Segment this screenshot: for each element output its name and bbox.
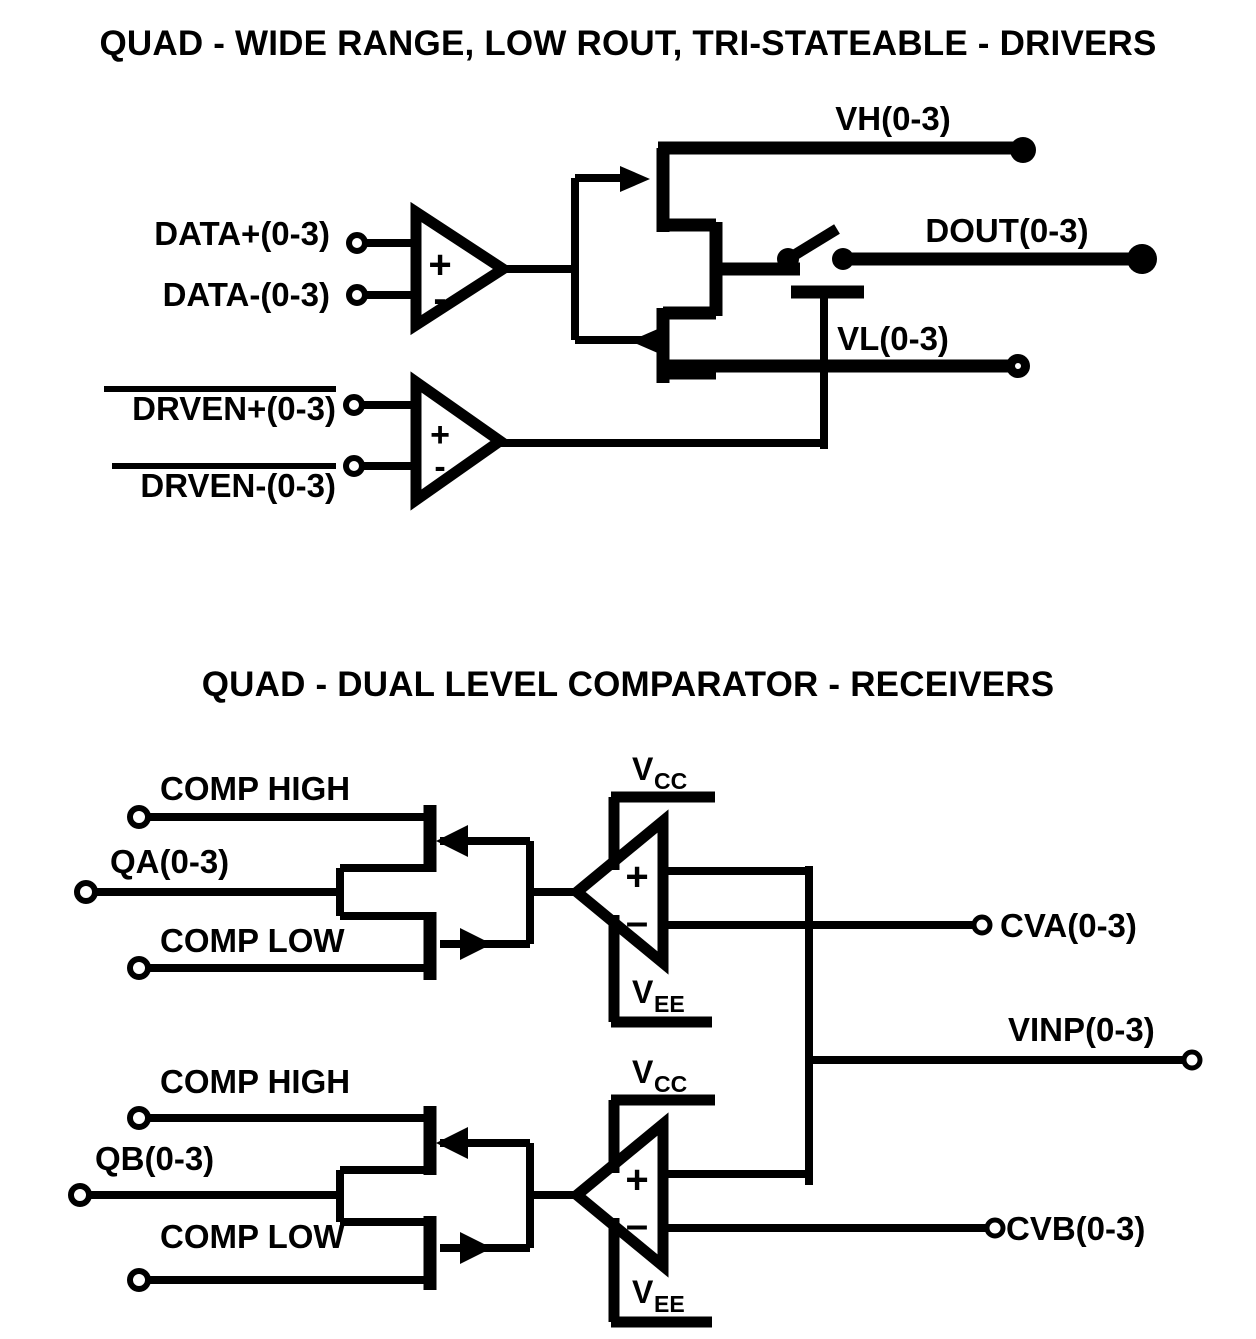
comparator-b-plus-sign: + [625,1158,648,1202]
terminal-cvb[interactable] [984,1217,1006,1239]
comparator-b-vcc-label: V [632,1054,654,1090]
input-label-drven-minus: DRVEN-(0-3) [140,467,336,504]
input-label-comp-low-b: COMP LOW [160,1218,345,1255]
output-label-cvb: CVB(0-3) [1006,1210,1145,1247]
comparator-b-vee-subscript: EE [654,1291,685,1317]
terminal-drven-plus[interactable] [343,394,365,416]
output-label-vl: VL(0-3) [837,320,949,357]
comparator-a-vee-subscript: EE [654,991,685,1017]
drven-amplifier-plus-sign: + [430,416,450,454]
output-label-vh: VH(0-3) [835,100,951,137]
terminal-dout[interactable] [1127,244,1157,274]
terminal-vinp[interactable] [1181,1049,1203,1071]
terminal-drven-minus[interactable] [343,455,365,477]
comparator-a-minus-sign: – [626,900,648,944]
terminal-qa[interactable] [74,880,98,904]
input-label-qa: QA(0-3) [110,843,229,880]
driver-section-title: QUAD - WIDE RANGE, LOW ROUT, TRI-STATEAB… [99,24,1156,63]
comparator-b-body [568,1112,669,1278]
terminal-comp-high-a[interactable] [127,805,151,829]
input-label-data-minus: DATA-(0-3) [163,276,330,313]
switch-blade[interactable] [785,224,840,264]
comparator-b-vee-label: V [632,1274,654,1310]
comparator-b-vcc-subscript: CC [654,1071,687,1097]
terminal-comp-low-b[interactable] [127,1268,151,1292]
input-label-drven-plus: DRVEN+(0-3) [132,390,336,427]
terminal-comp-low-a[interactable] [127,956,151,980]
output-label-cva: CVA(0-3) [1000,907,1137,944]
comparator-a-vee-label: V [632,974,654,1010]
input-label-data-plus: DATA+(0-3) [154,215,330,252]
terminal-cva[interactable] [971,914,993,936]
data-amplifier-minus-sign: - [433,277,446,321]
terminal-vh[interactable] [1010,137,1036,163]
drven-amplifier-body [410,371,510,511]
comparator-a-plus-sign: + [625,855,648,899]
qb-source-bracket [336,1166,430,1226]
drven-amplifier-minus-sign: - [434,448,445,486]
comparator-a-vcc-subscript: CC [654,768,687,794]
arrow-channel-a-upper-fet [436,825,468,857]
terminal-comp-high-b[interactable] [127,1106,151,1130]
data-amplifier-body [410,201,514,336]
input-label-comp-low-a: COMP LOW [160,922,345,959]
comparator-a-body [568,809,669,975]
qa-source-bracket [336,864,430,920]
comparator-a-vcc-label: V [632,751,654,787]
arrow-channel-a-lower-fet [460,928,492,960]
input-label-comp-high-a: COMP HIGH [160,770,350,807]
comparator-b-minus-sign: – [626,1203,648,1247]
arrow-high-side-gate [620,166,650,192]
input-label-qb: QB(0-3) [95,1140,214,1177]
terminal-qb[interactable] [68,1183,92,1207]
arrow-low-side-gate [630,328,660,354]
terminal-vl-center [1015,363,1021,369]
output-label-dout: DOUT(0-3) [925,212,1088,249]
input-label-comp-high-b: COMP HIGH [160,1063,350,1100]
input-label-vinp: VINP(0-3) [1008,1011,1155,1048]
arrow-channel-b-lower-fet [460,1232,492,1264]
terminal-data-plus[interactable] [346,232,368,254]
receiver-section-title: QUAD - DUAL LEVEL COMPARATOR - RECEIVERS [202,665,1055,704]
arrow-channel-b-upper-fet [436,1127,468,1159]
data-amplifier-plus-sign: + [428,243,451,287]
terminal-data-minus[interactable] [346,284,368,306]
